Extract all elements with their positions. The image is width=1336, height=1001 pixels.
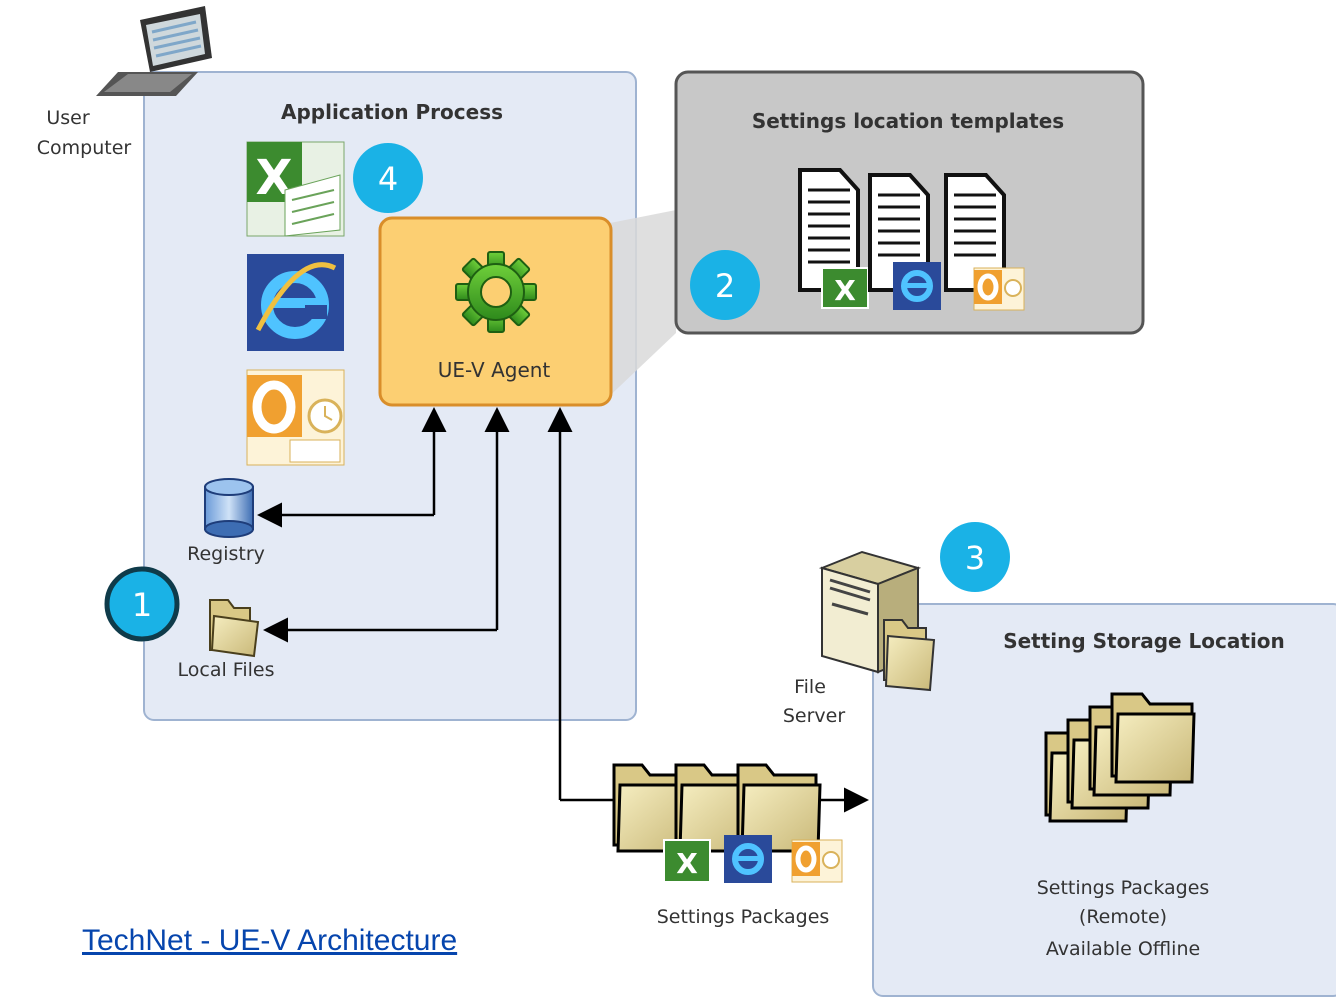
user-computer-label-2: Computer	[37, 137, 132, 159]
file-server-label-2: Server	[783, 705, 845, 727]
template-document-outlook	[944, 173, 1025, 311]
projection-shape	[600, 210, 676, 405]
svg-text:X: X	[834, 274, 856, 307]
settings-packages-label: Settings Packages	[657, 906, 830, 928]
svg-text:X: X	[676, 847, 698, 880]
laptop-icon	[96, 6, 212, 96]
badge-4	[353, 143, 423, 213]
internet-explorer-icon	[247, 254, 344, 351]
local-files-label: Local Files	[178, 659, 275, 681]
local-files-folder-icon	[209, 599, 260, 658]
badge-2	[690, 250, 760, 320]
storage-location-title: Setting Storage Location	[1003, 629, 1285, 653]
remote-packages-label-1: Settings Packages	[1037, 877, 1210, 899]
settings-packages-folders-icon: X	[612, 763, 843, 883]
user-computer-label-1: User	[46, 107, 89, 129]
file-server-icon	[818, 550, 936, 692]
badge-4-label: 4	[378, 160, 398, 198]
badge-3-label: 3	[965, 539, 985, 577]
remote-packages-label-3: Available Offline	[1046, 938, 1200, 960]
templates-title: Settings location templates	[752, 109, 1064, 133]
remote-packages-folder-icon	[1044, 692, 1196, 823]
badge-1-label: 1	[132, 586, 152, 624]
badge-1	[104, 566, 180, 642]
template-document-ie	[868, 173, 941, 310]
gear-icon	[455, 251, 537, 333]
outlook-icon	[246, 369, 345, 466]
registry-label: Registry	[187, 543, 265, 565]
excel-icon: X	[246, 141, 345, 237]
badge-2-label: 2	[715, 267, 735, 305]
badge-3	[940, 522, 1010, 592]
technet-architecture-link[interactable]: TechNet - UE-V Architecture	[82, 924, 458, 957]
template-document-excel: X	[798, 168, 869, 309]
application-process-title: Application Process	[281, 100, 503, 124]
ue-v-agent-label: UE-V Agent	[438, 358, 551, 382]
file-server-label-1: File	[794, 676, 826, 698]
registry-database-icon	[204, 478, 254, 538]
remote-packages-label-2: (Remote)	[1079, 906, 1167, 928]
